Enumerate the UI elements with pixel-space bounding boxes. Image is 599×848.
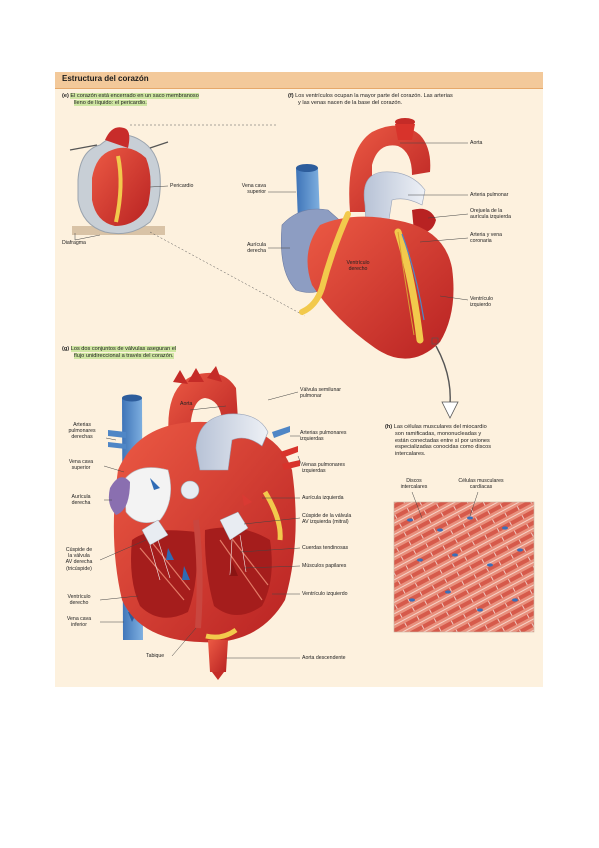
label-h-discos-intercalares: Discos intercalares bbox=[394, 478, 434, 490]
label-g-auricula-derecha-line-2: derecha bbox=[71, 500, 91, 507]
label-g-venas-pulm-izq-line-1: Venas pulmonares bbox=[302, 462, 345, 468]
label-f-auricula-derecha-line-2: derecha bbox=[247, 248, 266, 255]
caption-e-line-1: El corazón está encerrado en un saco mem… bbox=[70, 93, 199, 99]
label-g-cuspide-mitral-line-2: AV izquierda (mitral) bbox=[302, 519, 349, 526]
caption-g-letter: (g) bbox=[62, 346, 70, 352]
label-f-ventriculo-izquierdo: Ventrículo izquierdo bbox=[470, 296, 493, 308]
label-g-ventriculo-derecho-line-1: Ventrículo bbox=[67, 594, 91, 600]
label-f-orejuela-line-1: Orejuela de la bbox=[470, 208, 503, 214]
label-g-ventriculo-izquierdo: Ventrículo izquierdo bbox=[302, 591, 348, 597]
label-g-cuspide-tricuspide-line-3: AV derecha bbox=[65, 559, 93, 566]
external-heart bbox=[268, 118, 469, 419]
label-f-auricula-derecha-line-1: Aurícula bbox=[246, 242, 266, 248]
label-g-valvula-semilunar: Válvula semilunar pulmonar bbox=[300, 387, 341, 399]
label-g-auricula-izquierda: Aurícula izquierda bbox=[302, 495, 344, 501]
label-f-vena-cava-superior-line-1: Vena cava bbox=[241, 183, 266, 189]
label-h-celulas-line-1: Células musculares bbox=[458, 478, 504, 484]
label-g-vena-cava-superior-line-2: superior bbox=[71, 465, 91, 472]
caption-h-letter: (h) bbox=[385, 424, 393, 430]
caption-f: (f) Los ventrículos ocupan la mayor part… bbox=[288, 93, 453, 107]
label-g-cuspide-tricuspide-line-2: la válvula bbox=[68, 553, 90, 560]
label-h-discos-line-2: intercalares bbox=[400, 484, 428, 491]
caption-f-letter: (f) bbox=[288, 93, 294, 99]
label-g-arterias-pulmonares-izquierdas: Arterias pulmonares izquierdas bbox=[300, 430, 346, 442]
caption-h-line-2: son ramificadas, mononucleadas y bbox=[395, 430, 482, 437]
label-g-musculos-papilares: Músculos papilares bbox=[302, 563, 347, 569]
figure-title: Estructura del corazón bbox=[62, 74, 149, 83]
caption-e-letter: (e) bbox=[62, 93, 69, 99]
label-g-venas-pulm-izq-line-2: izquierdas bbox=[302, 468, 326, 475]
label-f-arteria-pulmonar: Arteria pulmonar bbox=[470, 192, 509, 198]
label-g-venas-pulmonares-izquierdas: Venas pulmonares izquierdas bbox=[302, 462, 345, 474]
label-g-valvula-semilunar-line-1: Válvula semilunar bbox=[300, 387, 341, 393]
label-g-vena-cava-superior: Vena cava superior bbox=[58, 459, 104, 471]
sectioned-heart bbox=[99, 366, 303, 680]
label-f-arteria-vena-coronaria: Arteria y vena coronaria bbox=[470, 232, 502, 244]
label-g-arterias-pulm-der-line-3: derechas bbox=[71, 434, 93, 441]
cardiac-muscle-tissue bbox=[393, 491, 535, 633]
label-f-ventriculo-derecho-line-2: derecho bbox=[348, 266, 368, 273]
label-f-arteria-vena-line-1: Arteria y vena bbox=[470, 232, 503, 238]
label-g-arterias-pulm-der-line-2: pulmonares bbox=[68, 428, 96, 435]
label-g-arterias-pulm-izq-line-2: izquierdas bbox=[300, 436, 324, 443]
label-g-ventriculo-derecho: Ventrículo derecho bbox=[56, 594, 102, 606]
caption-h-line-5: intercalares. bbox=[395, 451, 426, 458]
caption-g-line-1: Los dos conjuntos de válvulas aseguran e… bbox=[70, 346, 177, 352]
label-f-aorta: Aorta bbox=[470, 140, 483, 146]
label-g-auricula-derecha: Aurícula derecha bbox=[58, 494, 104, 506]
label-g-cuspide-tricuspide-line-4: (tricúspide) bbox=[66, 565, 92, 572]
pericardium-heart bbox=[69, 124, 306, 317]
label-f-ventriculo-derecho-line-1: Ventrículo bbox=[346, 260, 370, 266]
caption-h-line-3: están conectadas entre sí por uniones bbox=[395, 437, 490, 444]
caption-g-line-2: flujo unidireccional a través del corazó… bbox=[74, 352, 174, 359]
label-f-vena-cava-superior-line-2: superior bbox=[247, 189, 266, 196]
label-pericardio: Pericardio bbox=[170, 183, 194, 189]
caption-h: (h) Las células musculares del miocardio… bbox=[385, 424, 491, 458]
caption-h-line-4: especializadas conocidas como discos bbox=[395, 444, 492, 451]
label-g-ventriculo-derecho-line-2: derecho bbox=[69, 600, 89, 607]
label-g-vena-cava-inferior: Vena cava inferior bbox=[56, 616, 102, 628]
label-g-arterias-pulm-der-line-1: Arterias bbox=[73, 422, 91, 428]
title-bar bbox=[55, 72, 543, 89]
label-g-cuspide-mitral-line-1: Cúspide de la válvula bbox=[302, 513, 352, 519]
label-g-cuspide-mitral: Cúspide de la válvula AV izquierda (mitr… bbox=[302, 513, 351, 525]
label-g-aorta: Aorta bbox=[180, 401, 193, 407]
label-g-auricula-derecha-line-1: Aurícula bbox=[71, 494, 91, 500]
caption-e-line-2: lleno de líquido: el pericardio. bbox=[74, 99, 147, 106]
label-g-arterias-pulmonares-derechas: Arterias pulmonares derechas bbox=[58, 422, 106, 441]
caption-g: (g) Los dos conjuntos de válvulas asegur… bbox=[62, 346, 177, 360]
label-f-orejuela: Orejuela de la aurícula izquierda bbox=[470, 208, 511, 220]
label-f-vena-cava-superior: Vena cava superior bbox=[226, 183, 266, 195]
caption-f-line-2: y las venas nacen de la base del corazón… bbox=[298, 99, 403, 106]
label-g-vena-cava-inferior-line-2: inferior bbox=[71, 622, 87, 629]
label-g-aorta-descendente: Aorta descendente bbox=[302, 655, 346, 661]
label-h-discos-line-1: Discos bbox=[406, 478, 422, 484]
label-f-arteria-vena-line-2: coronaria bbox=[470, 238, 492, 245]
caption-e: (e) El corazón está encerrado en un saco… bbox=[62, 93, 199, 107]
label-g-cuspide-tricuspide: Cúspide de la válvula AV derecha (tricús… bbox=[56, 547, 102, 572]
label-h-celulas-line-2: cardíacas bbox=[469, 484, 493, 491]
label-f-auricula-derecha: Aurícula derecha bbox=[226, 242, 266, 254]
label-g-cuerdas-tendinosas: Cuerdas tendinosas bbox=[302, 545, 349, 551]
label-g-vena-cava-inferior-line-1: Vena cava bbox=[66, 616, 92, 622]
label-g-tabique: Tabique bbox=[146, 653, 165, 659]
label-g-arterias-pulm-izq-line-1: Arterias pulmonares bbox=[300, 430, 347, 436]
label-f-ventriculo-izquierdo-line-2: izquierdo bbox=[470, 302, 492, 309]
label-g-vena-cava-superior-line-1: Vena cava bbox=[68, 459, 94, 465]
label-h-celulas-musculares: Células musculares cardíacas bbox=[446, 478, 516, 490]
label-g-valvula-semilunar-line-2: pulmonar bbox=[300, 393, 322, 400]
label-diafragma: Diafragma bbox=[62, 240, 86, 246]
label-f-orejuela-line-2: aurícula izquierda bbox=[470, 214, 511, 221]
label-f-ventriculo-izquierdo-line-1: Ventrículo bbox=[470, 296, 494, 302]
label-g-cuspide-tricuspide-line-1: Cúspide de bbox=[65, 547, 93, 553]
caption-f-line-1: Los ventrículos ocupan la mayor parte de… bbox=[295, 93, 453, 99]
caption-h-line-1: Las células musculares del miocardio bbox=[393, 424, 487, 430]
label-f-ventriculo-derecho: Ventrículo derecho bbox=[336, 260, 380, 272]
